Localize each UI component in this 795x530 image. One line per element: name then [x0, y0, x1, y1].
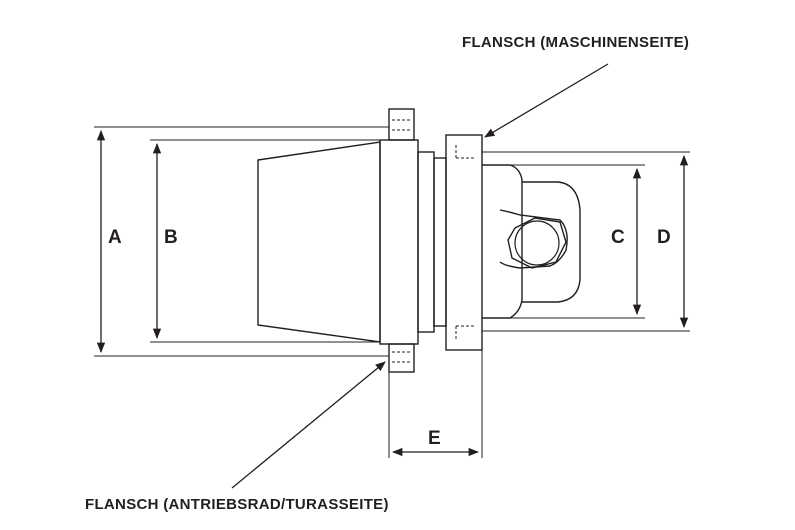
dimension-label-d: D — [657, 227, 671, 248]
dimension-label-c: C — [611, 227, 625, 248]
dimension-arrows — [96, 129, 689, 457]
dimension-label-b: B — [164, 227, 178, 248]
machine-side-flange — [445, 134, 483, 351]
shaft-neck — [417, 151, 447, 333]
drive-side-flange — [379, 108, 419, 373]
dimension-label-a: A — [108, 227, 122, 248]
conical-hub — [257, 141, 381, 343]
callout-drive-side: FLANSCH (ANTRIEBSRAD/TURASSEITE) — [85, 496, 389, 513]
dimension-label-e: E — [428, 428, 441, 449]
leader-lines — [231, 63, 609, 489]
leader-machine-side — [484, 63, 609, 138]
extension-lines — [94, 126, 690, 458]
shaft-clamp — [482, 164, 581, 319]
leader-drive-side — [231, 361, 386, 489]
callout-machine-side: FLANSCH (MASCHINENSEITE) — [462, 34, 689, 51]
